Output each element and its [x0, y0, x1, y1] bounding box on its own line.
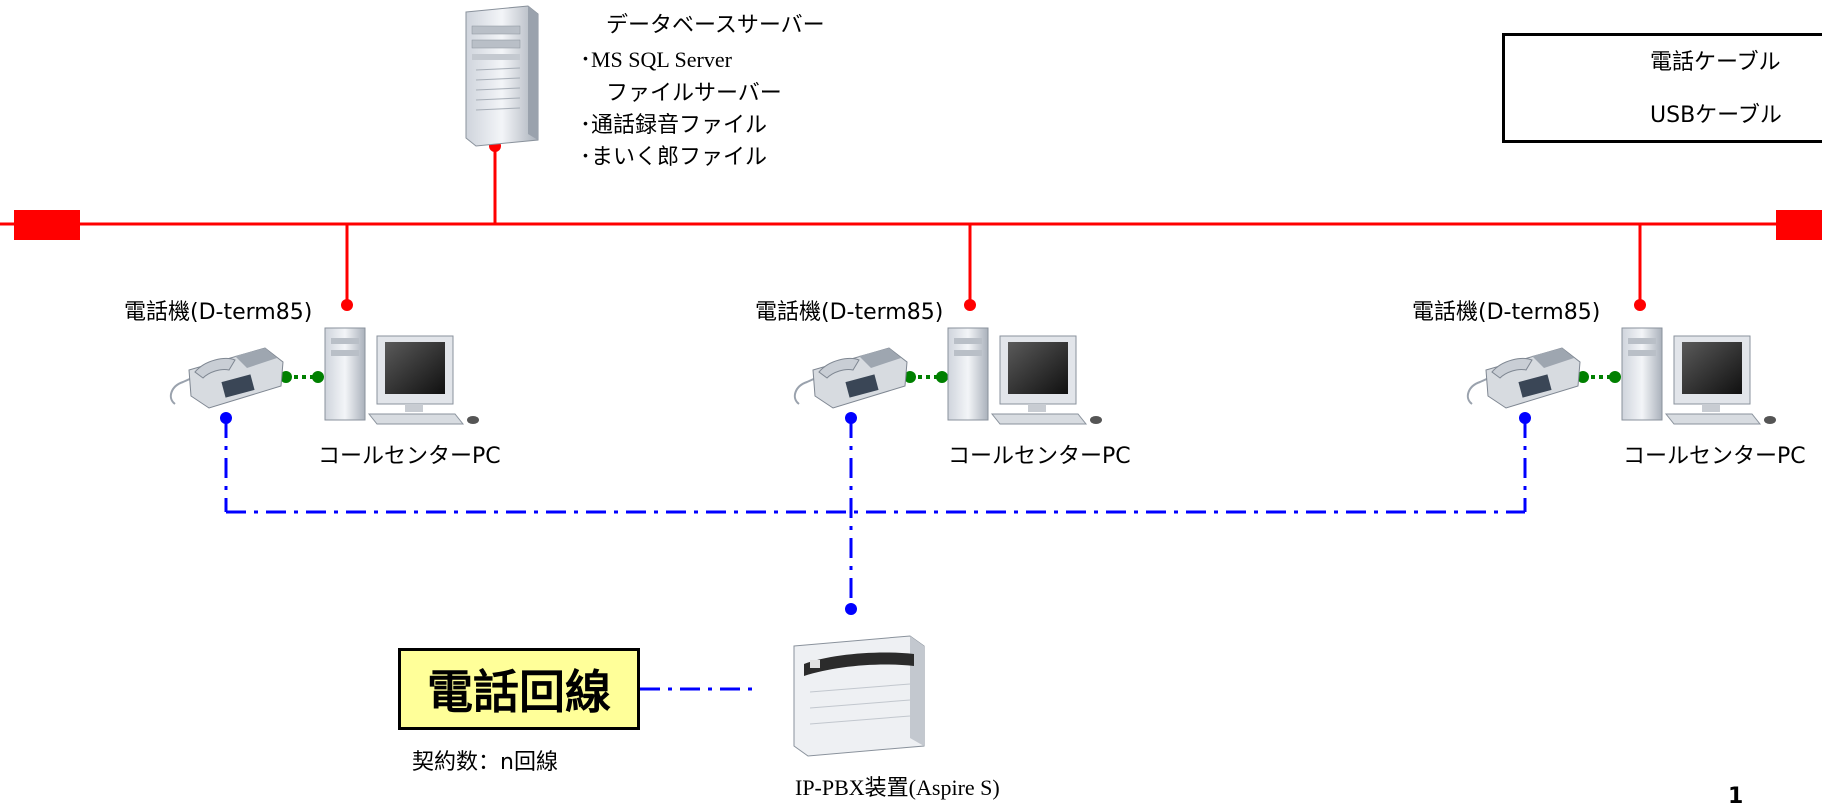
lan-backbone	[0, 210, 1822, 240]
file-server-title: ファイルサーバー	[606, 81, 782, 106]
file-server-item-maikuro: ･まいく郎ファイル	[580, 145, 768, 170]
station1-phone-label: 電話機(D-term85)	[124, 300, 313, 325]
station2-pc-icon	[947, 327, 1102, 425]
station2-lan-port	[964, 299, 976, 311]
phone-line-title: 電話回線	[427, 665, 611, 719]
station1-phone-port	[220, 412, 232, 424]
station2-phone-port	[845, 412, 857, 424]
legend-box	[1502, 33, 1822, 143]
station1-pc-icon	[324, 327, 479, 425]
legend-phone-cable-label: 電話ケーブル	[1650, 50, 1781, 75]
station3-pc-label: コールセンターPC	[1623, 444, 1806, 469]
file-server-item-recording: ･通話録音ファイル	[580, 113, 768, 138]
db-server-title: データベースサーバー	[606, 13, 825, 38]
station1-phone-icon	[169, 347, 284, 409]
lan-terminator-left	[14, 210, 80, 240]
phone-cabling	[224, 418, 1527, 691]
station3-pc-icon	[1621, 327, 1776, 425]
usb-links	[280, 371, 1621, 383]
station1-pc-label: コールセンターPC	[318, 444, 501, 469]
pbx-phone-port	[845, 603, 857, 615]
station3-lan-port	[1634, 299, 1646, 311]
station3-phone-label: 電話機(D-term85)	[1412, 300, 1601, 325]
station2-phone-label: 電話機(D-term85)	[755, 300, 944, 325]
pbx-unit-icon	[793, 635, 925, 757]
db-server-item: ･MS SQL Server	[580, 47, 732, 72]
lan-terminator-right	[1776, 210, 1822, 240]
page-number: 1	[1728, 784, 1744, 809]
phone-line-contract: 契約数：n回線	[412, 750, 558, 775]
pbx-label: IP-PBX装置(Aspire S)	[795, 775, 1000, 800]
station2-pc-label: コールセンターPC	[948, 444, 1131, 469]
station3-phone-port	[1519, 412, 1531, 424]
phone-line-box: 電話回線	[398, 648, 640, 730]
station2-phone-icon	[793, 347, 908, 409]
legend-usb-cable-label: USBケーブル	[1650, 103, 1782, 128]
station3-phone-icon	[1466, 347, 1581, 409]
server-tower-icon	[465, 5, 539, 147]
station1-lan-port	[341, 299, 353, 311]
